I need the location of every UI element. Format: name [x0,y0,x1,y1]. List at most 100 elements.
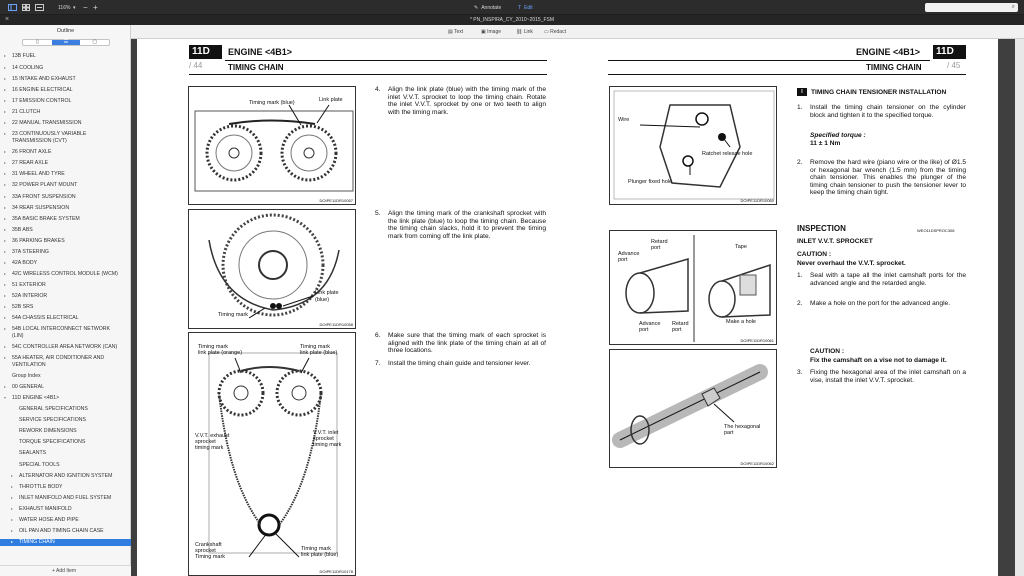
redact-tool-button[interactable]: ▭ Redact [544,29,566,35]
search-input[interactable]: ⌕ [925,3,1018,12]
outline-item[interactable]: ▸EXHAUST MANIFOLD [0,506,131,513]
chevron-right-icon[interactable]: ▸ [4,171,7,176]
outline-item[interactable]: ▸32 POWER PLANT MOUNT [0,182,131,189]
outline-item[interactable]: ▸ALTERNATOR AND IGNITION SYSTEM [0,473,131,480]
outline-item[interactable]: ▸WATER HOSE AND PIPE [0,517,131,524]
outline-item[interactable]: ▸54C CONTROLLER AREA NETWORK (CAN) [0,344,131,351]
chevron-right-icon[interactable]: ▸ [4,53,7,58]
sidebar-toggle-icon[interactable] [8,3,17,12]
outline-item[interactable]: ▸33A FRONT SUSPENSION [0,194,131,201]
chevron-right-icon[interactable]: ▸ [4,282,7,287]
outline-item[interactable]: SPECIAL TOOLS [0,462,131,469]
outline-item[interactable]: ▸INLET MANIFOLD AND FUEL SYSTEM [0,495,131,502]
chevron-right-icon[interactable]: ▸ [4,216,7,221]
outline-item[interactable]: ▸42C WIRELESS CONTROL MODULE (WCM) [0,271,131,278]
thumbnail-view-icon[interactable]: ▢ [92,39,98,45]
chevron-right-icon[interactable]: ▸ [4,271,7,276]
chevron-right-icon[interactable]: ▸ [11,528,14,533]
chevron-right-icon[interactable]: ▸ [4,326,7,331]
grid-view-icon[interactable] [22,3,30,12]
outline-item[interactable]: GENERAL SPECIFICATIONS [0,406,131,413]
text-tool-button[interactable]: ▤ Text [448,29,463,35]
chevron-right-icon[interactable]: ▸ [4,315,7,320]
outline-item[interactable]: (LIN) [0,333,131,340]
outline-item[interactable]: SEALANTS [0,450,131,457]
chevron-right-icon[interactable]: ▸ [4,193,7,199]
chevron-right-icon[interactable]: ▸ [4,87,7,92]
outline-item[interactable]: ▸31 WHEEL AND TYRE [0,171,131,178]
chevron-right-icon[interactable]: ▸ [4,182,7,187]
outline-item[interactable]: ▸26 FRONT AXLE [0,149,131,156]
chevron-right-icon[interactable]: ▸ [4,109,7,114]
chevron-right-icon[interactable]: ▸ [4,383,7,389]
chevron-right-icon[interactable]: ▸ [4,293,7,298]
chevron-right-icon[interactable]: ▸ [4,76,7,81]
chevron-right-icon[interactable]: ▸ [4,204,7,210]
zoom-in-icon[interactable]: + [93,3,98,12]
close-tab-icon[interactable]: × [5,16,10,23]
page-view-icon[interactable] [35,3,44,12]
chevron-right-icon[interactable]: ▸ [4,98,7,103]
chevron-right-icon[interactable]: ▸ [11,472,14,478]
outline-item[interactable]: ▸54B LOCAL INTERCONNECT NETWORK [0,326,131,333]
add-item-button[interactable]: + Add Item [0,565,131,576]
chevron-right-icon[interactable]: ▸ [11,539,14,544]
outline-item[interactable]: Group Index [0,373,131,380]
zoom-level[interactable]: 116% [58,4,71,11]
outline-item[interactable]: ▸34 REAR SUSPENSION [0,205,131,212]
chevron-right-icon[interactable]: ▸ [11,506,14,511]
outline-item[interactable]: ▸00 GENERAL [0,384,131,391]
edit-button[interactable]: T Edit [518,3,533,12]
bookmark-view-icon[interactable]: ▯ [35,39,39,45]
chevron-right-icon[interactable]: ▸ [4,149,7,154]
outline-item[interactable]: ▸THROTTLE BODY [0,484,131,491]
chevron-right-icon[interactable]: ▸ [4,131,7,136]
outline-item[interactable]: ▸52A INTERIOR [0,293,131,300]
chevron-right-icon[interactable]: ▸ [11,494,14,500]
outline-item[interactable]: ▸21 CLUTCH [0,109,131,116]
outline-item[interactable]: VENTILATION [0,362,131,369]
chevron-right-icon[interactable]: ▸ [4,344,7,349]
outline-item[interactable]: ▸35B ABS [0,227,131,234]
zoom-chevron-icon[interactable]: ▾ [73,4,76,11]
link-tool-button[interactable]: ⛓ Link [516,29,533,35]
zoom-out-icon[interactable]: − [83,3,88,12]
outline-item[interactable]: ▸51 EXTERIOR [0,282,131,289]
outline-item[interactable]: REWORK DIMENSIONS [0,428,131,435]
outline-item[interactable]: ▾11D ENGINE <4B1> [0,395,131,402]
chevron-right-icon[interactable]: ▸ [4,227,7,232]
chevron-right-icon[interactable]: ▸ [4,355,7,360]
outline-item[interactable]: ▸22 MANUAL TRANSMISSION [0,120,131,127]
outline-view-icon[interactable]: ☰ [51,40,81,45]
outline-item[interactable]: ▸52B SRS [0,304,131,311]
image-tool-button[interactable]: ▣ Image [481,29,501,35]
chevron-right-icon[interactable]: ▸ [4,160,7,165]
outline-item[interactable]: ▸27 REAR AXLE [0,160,131,167]
chevron-right-icon[interactable]: ▸ [4,238,7,243]
outline-item[interactable]: TORQUE SPECIFICATIONS [0,439,131,446]
chevron-right-icon[interactable]: ▸ [4,249,7,254]
outline-item[interactable]: ▸55A HEATER, AIR CONDITIONER AND [0,355,131,362]
outline-item[interactable]: ▸13B FUEL [0,53,131,60]
chevron-down-icon[interactable]: ▾ [4,394,7,400]
outline-item[interactable]: ▸42A BODY [0,260,131,267]
chevron-right-icon[interactable]: ▸ [11,517,14,522]
outline-item[interactable]: ▸15 INTAKE AND EXHAUST [0,76,131,83]
outline-item[interactable]: ▸TIMING CHAIN [0,539,131,546]
outline-item[interactable]: ▸36 PARKING BRAKES [0,238,131,245]
chevron-right-icon[interactable]: ▸ [4,120,7,125]
outline-item[interactable]: ▸OIL PAN AND TIMING CHAIN CASE [0,528,131,535]
outline-item[interactable]: ▸37A STEERING [0,249,131,256]
outline-item[interactable]: ▸17 EMISSION CONTROL [0,98,131,105]
chevron-right-icon[interactable]: ▸ [11,483,14,489]
chevron-right-icon[interactable]: ▸ [4,64,7,70]
outline-item[interactable]: ▸14 COOLING [0,65,131,72]
outline-item[interactable]: ▸54A CHASSIS ELECTRICAL [0,315,131,322]
outline-item[interactable]: SERVICE SPECIFICATIONS [0,417,131,424]
outline-item[interactable]: ▸35A BASIC BRAKE SYSTEM [0,216,131,223]
outline-item[interactable]: TRANSMISSION (CVT) [0,138,131,145]
outline-item[interactable]: ▸16 ENGINE ELECTRICAL [0,87,131,94]
annotate-button[interactable]: ✎ Annotate [474,3,501,12]
chevron-right-icon[interactable]: ▸ [4,260,7,265]
chevron-right-icon[interactable]: ▸ [4,304,7,309]
